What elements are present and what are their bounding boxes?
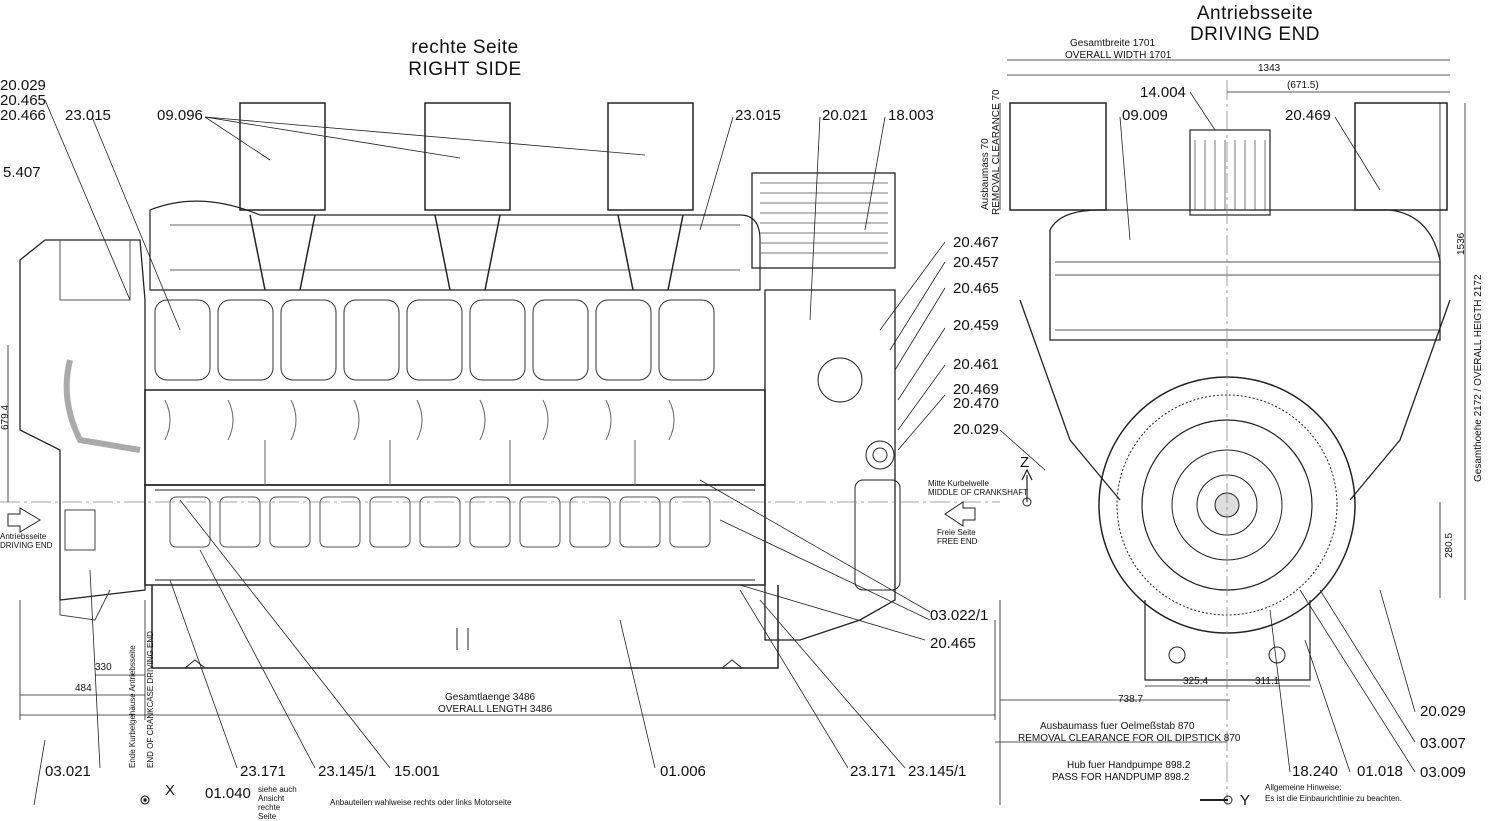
dim-ausbaumass-70: Ausbaumass 70 <box>980 138 991 210</box>
driving-end-view <box>995 59 1466 805</box>
part-label: 23.015 <box>65 107 111 124</box>
part-label: 20.466 <box>0 107 46 124</box>
part-label: 18.003 <box>888 107 934 124</box>
dim-oel-en: REMOVAL CLEARANCE FOR OIL DIPSTICK 870 <box>1018 733 1241 744</box>
leader-lines <box>33 99 1046 805</box>
part-label: 03.007 <box>1420 735 1466 752</box>
dim-overall-width: OVERALL WIDTH 1701 <box>1065 50 1172 61</box>
axis-x-label: X <box>165 782 176 799</box>
dim-overall-height: Gesamthoehe 2172 / OVERALL HEIGTH 2172 <box>1473 274 1484 482</box>
part-label: 14.004 <box>1140 84 1186 101</box>
note-einbau: Es ist die Einbaurichtlinie zu beachten. <box>1265 794 1402 803</box>
note-anbauteile: Anbauteilen wahlweise rechts oder links … <box>330 798 512 807</box>
turbo-housing <box>19 239 146 601</box>
part-label: 20.469 <box>1285 107 1331 124</box>
air-filters <box>239 102 694 291</box>
length-dims <box>7 345 996 720</box>
right-side-title-en: RIGHT SIDE <box>408 59 522 80</box>
note-mitte: Mitte Kurbelwelle <box>928 479 989 488</box>
driving-end-title-en: DRIVING END <box>1189 24 1321 45</box>
note-ende-kurbelgehaeuse: Ende Kurbelgehäuse Antriebsseite <box>128 645 137 768</box>
part-label: 20.470 <box>953 395 999 412</box>
part-label: 18.240 <box>1292 763 1338 780</box>
part-label: 20.029 <box>1420 703 1466 720</box>
cooler <box>751 172 896 269</box>
axis-y-label: Y <box>1240 792 1251 809</box>
cylinder-heads <box>154 299 715 381</box>
driving-end-title-de: Antriebsseite <box>1196 3 1314 24</box>
intake-manifold <box>149 200 761 291</box>
part-label: 15.001 <box>394 763 440 780</box>
part-label: 01.006 <box>660 763 706 780</box>
right-side-title-de: rechte Seite <box>411 37 519 58</box>
part-label: 20.465 <box>930 635 976 652</box>
dim-removal-70: REMOVAL CLEARANCE 70 <box>991 89 1002 215</box>
dim-hub-de: Hub fuer Handpumpe 898.2 <box>1067 760 1191 771</box>
part-label: 23.145/1 <box>318 763 377 780</box>
dim-325: 325.4 <box>1183 676 1209 687</box>
part-label: 09.009 <box>1122 107 1168 124</box>
part-label: 01.040 <box>205 785 251 802</box>
part-label: 01.018 <box>1357 763 1403 780</box>
part-label: 23.171 <box>240 763 286 780</box>
dim-hub-en: PASS FOR HANDPUMP 898.2 <box>1052 772 1190 783</box>
dim-280: 280.5 <box>1444 532 1455 558</box>
dim-1343: 1343 <box>1258 63 1281 74</box>
part-label: 20.469 <box>953 381 999 398</box>
part-label: 03.009 <box>1420 764 1466 781</box>
part-label: 03.021 <box>45 763 91 780</box>
dim-left-vert: 679.4 <box>0 404 11 430</box>
dim-671: (671.5) <box>1287 80 1319 91</box>
driving-end-arrow <box>7 507 41 533</box>
note-middle-crankshaft: MIDDLE OF CRANKSHAFT <box>928 488 1029 497</box>
crankcase-panels <box>169 496 711 548</box>
part-label: 20.467 <box>953 234 999 251</box>
part-label: 20.465 <box>0 92 46 109</box>
free-end-housing <box>764 289 896 641</box>
part-label: 23.171 <box>850 763 896 780</box>
part-label: 03.022/1 <box>930 607 989 624</box>
note-freie-seite: Freie Seite <box>937 528 976 537</box>
note-end-crankcase: END OF CRANKCASE DRIVING END <box>146 631 155 768</box>
note-antriebsseite: Antriebsseite <box>0 532 47 541</box>
dim-484: 484 <box>75 683 92 694</box>
right-side-view <box>0 99 1046 805</box>
dim-738: 738.7 <box>1118 694 1144 705</box>
note-driving-end: DRIVING END <box>0 541 53 550</box>
part-label: 20.461 <box>953 356 999 373</box>
crankcase <box>144 484 766 586</box>
part-label: 5.407 <box>3 164 41 181</box>
dim-311: 311.1 <box>1255 676 1280 687</box>
part-label: 20.021 <box>822 107 868 124</box>
dim-330: 330 <box>95 662 112 673</box>
part-label: 20.029 <box>953 421 999 438</box>
note-siehe: siehe auch Ansicht rechte Seite <box>258 785 297 821</box>
engine-block <box>144 389 766 486</box>
part-label: 20.465 <box>953 280 999 297</box>
note-allgemeine: Allgemeine Hinweise: <box>1265 783 1342 792</box>
axis-z-label: Z <box>1020 454 1030 471</box>
part-label: 09.096 <box>157 107 203 124</box>
part-label: 20.459 <box>953 317 999 334</box>
part-label: 20.457 <box>953 254 999 271</box>
dim-laenge-en: OVERALL LENGTH 3486 <box>438 704 553 715</box>
oil-pan <box>151 585 779 669</box>
part-label: 23.145/1 <box>908 763 967 780</box>
note-free-end: FREE END <box>937 537 978 546</box>
end-dims <box>995 59 1466 805</box>
part-label: 20.029 <box>0 77 46 94</box>
dim-gesamtbreite: Gesamtbreite 1701 <box>1070 38 1156 49</box>
free-end-arrow <box>944 501 976 527</box>
dim-laenge-de: Gesamtlaenge 3486 <box>445 692 536 703</box>
dim-1536: 1536 <box>1456 232 1467 255</box>
part-label: 23.015 <box>735 107 781 124</box>
dim-oel-de: Ausbaumass fuer Oelmeßstab 870 <box>1040 721 1195 732</box>
